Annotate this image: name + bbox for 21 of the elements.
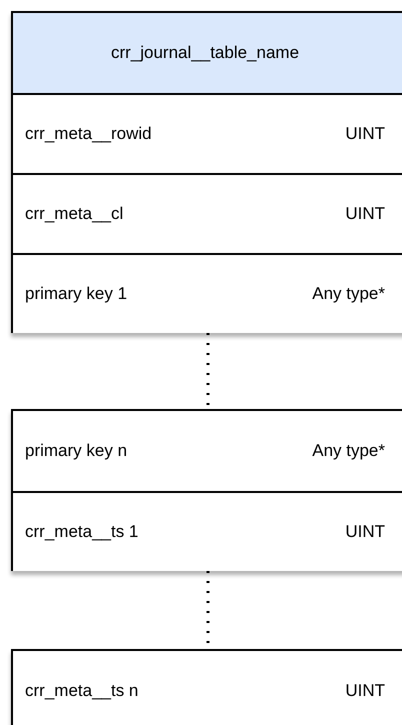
table-row (13, 411, 402, 491)
table-row (13, 173, 402, 253)
table-box (11, 11, 402, 333)
table-row (13, 93, 402, 173)
table-row (13, 491, 402, 571)
column-type: UINT (345, 124, 385, 144)
column-name: crr_meta__rowid (25, 124, 152, 144)
column-name: primary key n (25, 441, 128, 461)
column-name: crr_meta__ts 1 (25, 522, 138, 542)
table-name: crr_journal__table_name (110, 43, 300, 63)
column-name: crr_meta__ts n (25, 681, 138, 701)
column-type: Any type* (312, 441, 385, 461)
column-name: crr_meta__cl (25, 204, 124, 224)
column-type: UINT (345, 681, 385, 701)
table-row (13, 253, 402, 333)
table-header (13, 13, 402, 93)
column-type: Any type* (312, 284, 385, 304)
column-type: UINT (345, 522, 385, 542)
table-box (11, 409, 402, 571)
column-type: UINT (345, 204, 385, 224)
column-name: primary key 1 (25, 284, 128, 304)
